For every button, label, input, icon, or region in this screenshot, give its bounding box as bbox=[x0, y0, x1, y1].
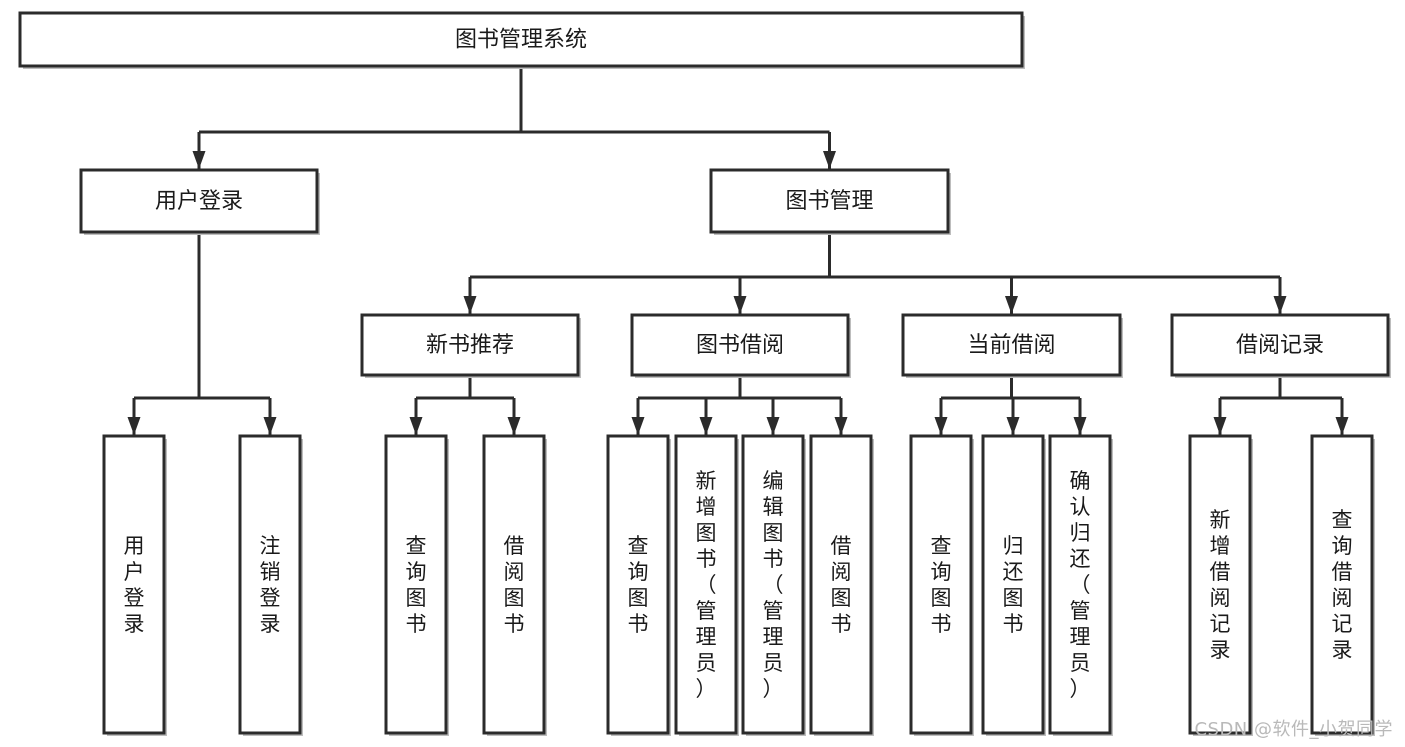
node-leaf-borrow-book[interactable]: 借阅图书 bbox=[809, 434, 874, 736]
node-leaf-add-book-admin[interactable]: 新增图书（管理员） bbox=[674, 434, 739, 736]
node-layer: 图书管理系统用户登录图书管理新书推荐图书借阅当前借阅借阅记录用户登录注销登录查询… bbox=[18, 11, 1391, 736]
node-box[interactable] bbox=[1170, 313, 1390, 377]
node-box[interactable] bbox=[102, 434, 166, 735]
node-label: 新书推荐 bbox=[426, 333, 514, 358]
node-current-borrow[interactable]: 当前借阅 bbox=[901, 313, 1123, 378]
node-box[interactable] bbox=[709, 168, 950, 234]
connector-layer bbox=[127, 66, 1349, 435]
node-label: 归还图书 bbox=[1003, 534, 1024, 636]
node-label: 借阅记录 bbox=[1236, 333, 1324, 358]
node-leaf-user-logout[interactable]: 注销登录 bbox=[238, 434, 303, 736]
node-box[interactable] bbox=[909, 434, 973, 735]
node-label: 用户登录 bbox=[155, 189, 243, 214]
node-leaf-confirm-return-admin[interactable]: 确认归还（管理员） bbox=[1048, 434, 1113, 736]
node-box[interactable] bbox=[384, 434, 448, 735]
node-box[interactable] bbox=[674, 434, 738, 735]
node-box[interactable] bbox=[18, 11, 1024, 68]
node-label: 查询图书 bbox=[628, 534, 649, 636]
node-leaf-edit-book-admin[interactable]: 编辑图书（管理员） bbox=[741, 434, 806, 736]
node-leaf-query-book-current[interactable]: 查询图书 bbox=[909, 434, 974, 736]
node-leaf-query-book-new[interactable]: 查询图书 bbox=[384, 434, 449, 736]
node-box[interactable] bbox=[630, 313, 850, 377]
node-label: 图书管理 bbox=[785, 189, 873, 214]
node-label: 当前借阅 bbox=[967, 333, 1055, 358]
node-box[interactable] bbox=[238, 434, 302, 735]
node-leaf-borrow-book-new[interactable]: 借阅图书 bbox=[482, 434, 547, 736]
node-label: 查询图书 bbox=[406, 534, 427, 636]
node-label: 借阅图书 bbox=[831, 534, 852, 636]
node-box[interactable] bbox=[606, 434, 670, 735]
node-label: 借阅图书 bbox=[504, 534, 525, 636]
node-user-login[interactable]: 用户登录 bbox=[79, 168, 320, 235]
node-label: 确认归还（管理员） bbox=[1070, 469, 1091, 701]
node-leaf-add-borrow-record[interactable]: 新增借阅记录 bbox=[1188, 434, 1253, 736]
node-label: 查询图书 bbox=[931, 534, 952, 636]
node-box[interactable] bbox=[1048, 434, 1112, 735]
node-leaf-user-login[interactable]: 用户登录 bbox=[102, 434, 167, 736]
node-box[interactable] bbox=[482, 434, 546, 735]
node-book-management[interactable]: 图书管理 bbox=[709, 168, 951, 235]
node-book-borrow[interactable]: 图书借阅 bbox=[630, 313, 851, 378]
node-box[interactable] bbox=[981, 434, 1045, 735]
node-label: 编辑图书（管理员） bbox=[763, 469, 784, 701]
node-box[interactable] bbox=[1188, 434, 1252, 735]
node-borrow-record[interactable]: 借阅记录 bbox=[1170, 313, 1391, 378]
node-box[interactable] bbox=[79, 168, 319, 234]
node-leaf-query-borrow-record[interactable]: 查询借阅记录 bbox=[1310, 434, 1375, 736]
node-box[interactable] bbox=[901, 313, 1122, 377]
node-box[interactable] bbox=[360, 313, 580, 377]
node-box[interactable] bbox=[741, 434, 805, 735]
node-leaf-query-book-borrow[interactable]: 查询图书 bbox=[606, 434, 671, 736]
node-root[interactable]: 图书管理系统 bbox=[18, 11, 1025, 69]
node-label: 图书借阅 bbox=[696, 333, 784, 358]
node-box[interactable] bbox=[809, 434, 873, 735]
node-label: 新增图书（管理员） bbox=[696, 469, 717, 701]
node-label: 图书管理系统 bbox=[455, 28, 587, 53]
node-label: 注销登录 bbox=[260, 534, 281, 636]
node-leaf-return-book[interactable]: 归还图书 bbox=[981, 434, 1046, 736]
node-label: 查询借阅记录 bbox=[1332, 508, 1353, 662]
node-new-book-recommend[interactable]: 新书推荐 bbox=[360, 313, 581, 378]
node-label: 用户登录 bbox=[124, 534, 145, 636]
node-box[interactable] bbox=[1310, 434, 1374, 735]
node-label: 新增借阅记录 bbox=[1210, 508, 1231, 662]
